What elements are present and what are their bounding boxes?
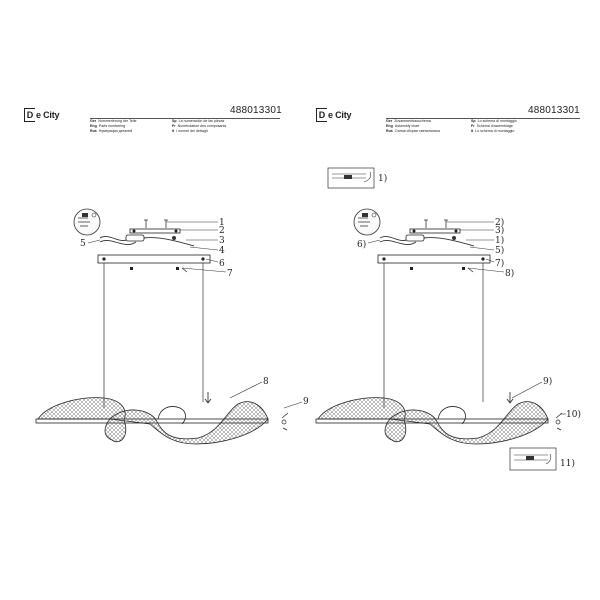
- logo-mark: D: [316, 108, 327, 122]
- screw-icon: [144, 219, 168, 228]
- end-screw-icon: [555, 412, 563, 431]
- mesh-ribbon-shade: [317, 397, 549, 445]
- callout-9: 9): [543, 376, 552, 387]
- callout-9: 9: [303, 397, 309, 407]
- logo-text: e City: [328, 110, 352, 120]
- callout-1: 1: [219, 218, 225, 228]
- callout-1: 1): [495, 235, 504, 246]
- header-rule: [90, 118, 280, 119]
- suspension-cables: [103, 263, 204, 408]
- callout-8: 8: [263, 377, 269, 387]
- callout-7: 7: [227, 269, 233, 279]
- step-label-1: 1): [378, 173, 387, 184]
- mounting-bracket: [129, 228, 181, 234]
- arrow-down-icon: [506, 392, 514, 404]
- leader-lines: [367, 221, 566, 415]
- decity-logo: D e City: [24, 108, 60, 122]
- callout-3: 3): [495, 225, 504, 236]
- callout-7: 7): [495, 258, 504, 269]
- logo-text: e City: [36, 110, 60, 120]
- wiring-detail-icon: [353, 208, 381, 236]
- step-11-inset: 11): [509, 447, 575, 471]
- assembly-chart-page: D e City 488013301: [300, 0, 600, 600]
- step-label-11: 11): [560, 458, 575, 469]
- mesh-ribbon-shade: [37, 397, 269, 445]
- mounting-bracket: [409, 228, 461, 234]
- assembly-drawing: 1): [315, 167, 581, 471]
- step-1-inset: 1): [327, 167, 387, 189]
- callout-6: 6: [219, 259, 225, 269]
- wiring-detail-icon: [73, 208, 101, 236]
- callout-2: 2: [219, 226, 225, 236]
- callout-5: 5): [495, 245, 504, 256]
- callout-6: 6): [357, 239, 366, 250]
- parts-numbering-page: D e City 488013301: [24, 105, 282, 122]
- wire-connector: [379, 234, 475, 247]
- header-rule: [386, 118, 580, 119]
- decity-logo: D e City: [316, 108, 352, 122]
- logo-mark: D: [24, 108, 35, 122]
- product-code: 488013301: [230, 105, 282, 116]
- leader-lines: [87, 221, 303, 409]
- arrow-down-icon: [204, 392, 212, 404]
- wire-connector: [99, 234, 195, 247]
- callout-5: 5: [80, 239, 86, 249]
- callout-4: 4: [219, 246, 225, 256]
- suspension-cables: [383, 263, 484, 408]
- callout-10: 10): [566, 409, 581, 420]
- screw-icon: [424, 219, 448, 228]
- end-screw-icon: [281, 412, 289, 431]
- callout-2: 2): [495, 217, 504, 228]
- canopy: [97, 254, 211, 273]
- callout-8: 8): [505, 268, 514, 279]
- callout-3: 3: [219, 236, 225, 246]
- product-code: 488013301: [528, 105, 580, 116]
- parts-drawing: 1 2 3 4 5 6 7 8 9: [35, 208, 309, 445]
- canopy: [377, 254, 491, 273]
